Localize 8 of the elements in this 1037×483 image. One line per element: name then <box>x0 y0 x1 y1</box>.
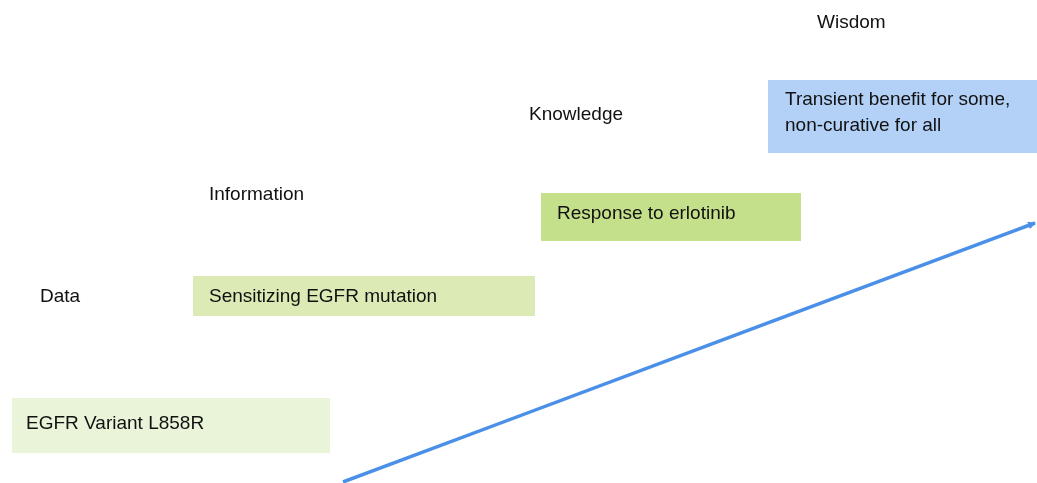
finding-box: EGFR Variant L858R <box>12 398 330 453</box>
level-heading: Knowledge <box>529 103 624 125</box>
level-heading: Wisdom <box>817 11 886 33</box>
finding-box: Sensitizing EGFR mutation <box>193 276 535 316</box>
finding-box: Transient benefit for some, non-curative for all <box>768 80 1037 153</box>
level-heading: Data <box>40 285 81 307</box>
level-heading: Information <box>209 183 305 205</box>
finding-box: Response to erlotinib <box>541 193 801 241</box>
